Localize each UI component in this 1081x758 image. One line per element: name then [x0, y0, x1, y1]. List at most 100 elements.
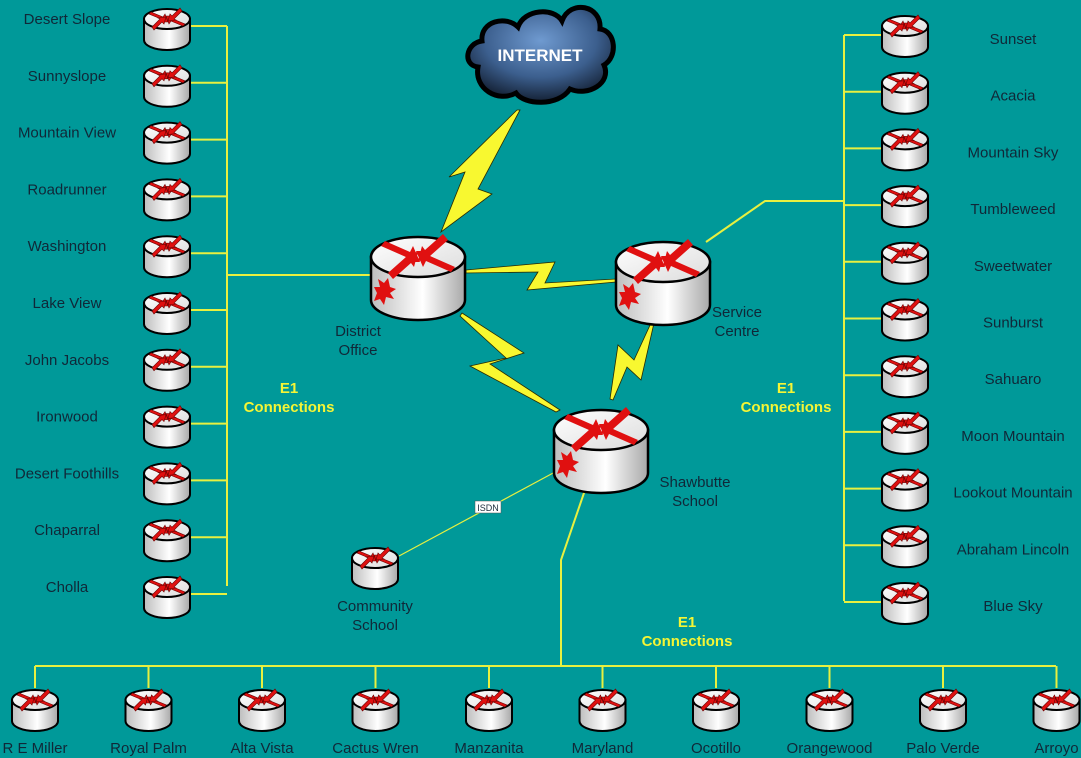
site-label: Acacia [990, 88, 1036, 105]
router-icon [465, 688, 513, 732]
router-icon [881, 184, 929, 229]
site-roadrunner[interactable]: Roadrunner [27, 177, 191, 222]
site-label: Sunburst [983, 315, 1044, 332]
site-palo-verde[interactable]: Palo Verde [906, 688, 980, 757]
site-label: Alta Vista [230, 740, 294, 757]
site-sunburst[interactable]: Sunburst [881, 297, 1044, 342]
e1-label-line1: E1 [777, 380, 795, 397]
site-label: Desert Slope [24, 11, 111, 28]
router-icon [351, 688, 400, 732]
router-icon [881, 354, 929, 399]
site-label: Mountain Sky [968, 144, 1059, 161]
shawbutte-school-label-2: School [672, 493, 718, 510]
site-label: Abraham Lincoln [957, 541, 1070, 558]
site-manzanita[interactable]: Manzanita [454, 688, 524, 757]
router-icon [692, 688, 740, 732]
router-icon [1032, 688, 1081, 732]
router-icon [143, 7, 191, 51]
site-label: Washington [28, 238, 107, 255]
site-label: Ocotillo [691, 740, 741, 757]
site-chaparral[interactable]: Chaparral [34, 518, 191, 563]
site-label: Ironwood [36, 409, 98, 426]
site-blue-sky[interactable]: Blue Sky [881, 581, 1043, 625]
bottom-site-list: R E Miller Royal Palm Alta Vista Cactus Wre… [2, 688, 1081, 757]
router-icon [552, 405, 650, 495]
router-icon [143, 518, 191, 563]
site-sahuaro[interactable]: Sahuaro [881, 354, 1042, 399]
site-royal-palm[interactable]: Royal Palm [110, 688, 187, 757]
site-label: Cholla [46, 579, 89, 596]
router-icon [881, 70, 929, 115]
site-label: Sunset [990, 31, 1038, 48]
router-icon [11, 688, 59, 732]
router-icon [881, 581, 929, 625]
site-r-e-miller[interactable]: R E Miller [2, 688, 68, 757]
site-sweetwater[interactable]: Sweetwater [881, 240, 1052, 285]
site-john-jacobs[interactable]: John Jacobs [25, 347, 191, 392]
site-washington[interactable]: Washington [28, 234, 191, 279]
site-desert-foothills[interactable]: Desert Foothills [15, 461, 191, 506]
site-label: Manzanita [454, 740, 524, 757]
site-ironwood[interactable]: Ironwood [36, 404, 191, 449]
site-label: Palo Verde [906, 740, 979, 757]
community-school-label-2: School [352, 617, 398, 634]
site-orangewood[interactable]: Orangewood [787, 688, 873, 757]
internet-label: INTERNET [498, 46, 584, 65]
site-label: R E Miller [2, 740, 67, 757]
site-ocotillo[interactable]: Ocotillo [691, 688, 741, 757]
district-office-label-1: District [335, 323, 382, 340]
site-mountain-view[interactable]: Mountain View [18, 120, 191, 165]
isdn-label: ISDN [477, 503, 499, 513]
router-icon [919, 688, 967, 732]
router-icon [369, 232, 467, 322]
internet-cloud: INTERNET [465, 4, 616, 105]
site-cactus-wren[interactable]: Cactus Wren [332, 688, 419, 757]
router-icon [143, 461, 191, 506]
site-label: Lookout Mountain [953, 485, 1072, 502]
router-icon [614, 237, 712, 327]
shawbutte-school-router[interactable]: Shawbutte School [552, 405, 730, 510]
router-icon [881, 410, 929, 455]
site-sunset[interactable]: Sunset [881, 14, 1038, 58]
e1-label-line1: E1 [280, 380, 298, 397]
site-label: Tumbleweed [970, 201, 1055, 218]
site-label: Sweetwater [974, 258, 1052, 275]
site-desert-slope[interactable]: Desert Slope [24, 7, 191, 51]
community-school-router[interactable]: Community School [337, 546, 413, 634]
wan-link-internet-district [440, 109, 521, 234]
site-label: Sunnyslope [28, 68, 106, 85]
site-abraham-lincoln[interactable]: Abraham Lincoln [881, 524, 1070, 569]
service-centre-label-2: Centre [714, 323, 759, 340]
district-office-router[interactable]: District Office [335, 232, 467, 359]
site-sunnyslope[interactable]: Sunnyslope [28, 63, 191, 108]
router-icon [143, 120, 191, 165]
site-acacia[interactable]: Acacia [881, 70, 1036, 115]
site-label: Desert Foothills [15, 465, 119, 482]
site-label: Cactus Wren [332, 740, 418, 757]
router-icon [143, 575, 191, 619]
district-office-label-2: Office [339, 342, 378, 359]
bottom-e1-bus [34, 489, 1058, 688]
site-lake-view[interactable]: Lake View [33, 291, 191, 335]
site-tumbleweed[interactable]: Tumbleweed [881, 184, 1056, 229]
isdn-tag: ISDN [474, 500, 502, 514]
router-icon [881, 524, 929, 569]
site-label: Sahuaro [985, 371, 1042, 388]
router-icon [238, 688, 286, 732]
site-arroyo[interactable]: Arroyo [1032, 688, 1081, 757]
site-mountain-sky[interactable]: Mountain Sky [881, 127, 1059, 172]
router-icon [881, 467, 929, 512]
site-label: Orangewood [787, 740, 873, 757]
site-label: Moon Mountain [961, 428, 1064, 445]
site-alta-vista[interactable]: Alta Vista [230, 688, 294, 757]
site-maryland[interactable]: Maryland [572, 688, 634, 757]
service-centre-router[interactable]: Service Centre [614, 237, 762, 340]
site-lookout-mountain[interactable]: Lookout Mountain [881, 467, 1073, 512]
site-moon-mountain[interactable]: Moon Mountain [881, 410, 1065, 455]
site-label: Royal Palm [110, 740, 187, 757]
site-cholla[interactable]: Cholla [46, 575, 191, 619]
router-icon [124, 688, 173, 732]
router-icon [578, 688, 627, 732]
bottom-e1-label: E1 Connections [642, 614, 733, 650]
